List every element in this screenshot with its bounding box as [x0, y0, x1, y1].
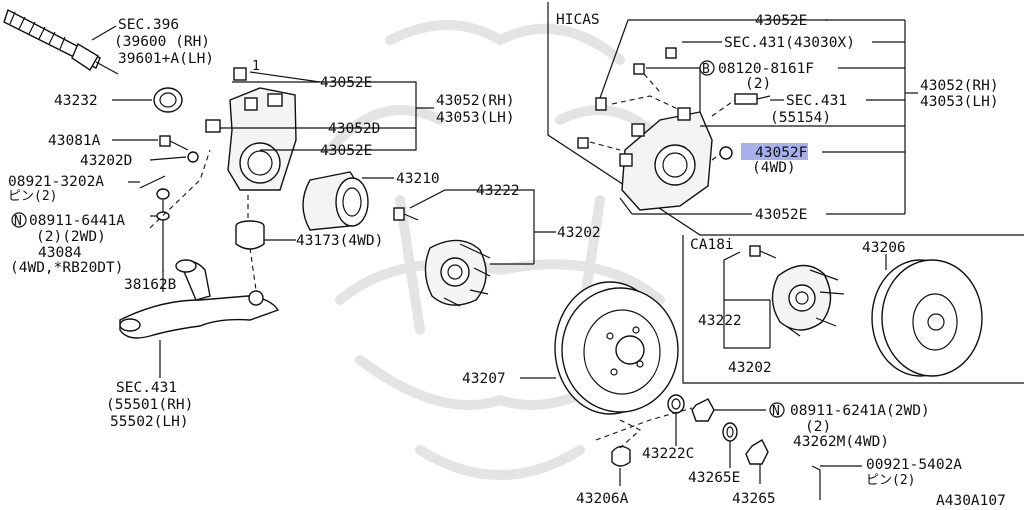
label-43081a[interactable]: 43081A: [48, 133, 101, 149]
ring-43222c: [667, 394, 685, 414]
label-43052f[interactable]: 43052F: [755, 145, 807, 161]
label-43222-ca[interactable]: 43222: [698, 313, 742, 329]
label-43084-note: (4WD,*RB20DT): [10, 260, 124, 276]
label-43052e-top[interactable]: 43052E: [320, 75, 372, 91]
n-circle-icon-2: [769, 402, 785, 418]
castle-nut-43265: [745, 439, 769, 465]
diagram-code: A430A107: [936, 493, 1006, 509]
label-sec431-bottom[interactable]: SEC.431: [116, 380, 177, 396]
label-43202-ca[interactable]: 43202: [728, 360, 772, 376]
watermark-emblem: [325, 20, 675, 480]
label-08911-6241a[interactable]: 08911-6241A(2WD): [790, 403, 930, 419]
label-43202-main[interactable]: 43202: [557, 225, 601, 241]
label-43206a[interactable]: 43206A: [576, 491, 629, 507]
cap-43206a: [611, 445, 631, 467]
label-ca18i: CA18i: [690, 237, 734, 253]
label-55501: (55501(RH): [106, 397, 193, 413]
ca18i-hub: [749, 245, 845, 337]
label-39600: (39600 (RH): [114, 34, 210, 50]
drive-shaft: [3, 8, 119, 75]
label-43222-main[interactable]: 43222: [476, 183, 520, 199]
svg-text:1: 1: [252, 59, 260, 74]
seal-43232: [153, 87, 183, 113]
label-00921[interactable]: 00921-5402A: [866, 457, 962, 473]
label-43173[interactable]: 43173(4WD): [296, 233, 383, 249]
label-pin-right: ピン(2): [866, 473, 915, 488]
label-hicas: HICAS: [556, 12, 600, 28]
label-43052rh-hicas[interactable]: 43052(RH): [920, 78, 999, 94]
label-43210[interactable]: 43210: [396, 171, 440, 187]
label-43262m[interactable]: 43262M(4WD): [793, 434, 889, 450]
hicas-knuckle: [619, 107, 713, 211]
label-43052e-mid[interactable]: 43052E: [320, 143, 372, 159]
brake-disc-43207: [554, 281, 679, 415]
b-circle-icon: [699, 60, 715, 76]
label-43222c[interactable]: 43222C: [642, 446, 694, 462]
hub-43202-main: [424, 239, 491, 307]
label-43052d[interactable]: 43052D: [328, 121, 380, 137]
label-pin-left: ピン(2): [8, 189, 57, 204]
ca18i-panel-border: [682, 235, 1024, 384]
n-circle-icon: [11, 212, 27, 228]
washer-43202d: [187, 151, 199, 163]
label-43202d[interactable]: 43202D: [80, 153, 132, 169]
highlight-43052f: [741, 143, 808, 160]
tie-rod-55154: [734, 93, 771, 105]
label-qty-n2: (2): [805, 419, 831, 435]
nut-43262m: [691, 398, 715, 422]
label-sec431-43030x[interactable]: SEC.431(43030X): [724, 35, 855, 51]
label-38162b[interactable]: 38162B: [124, 277, 177, 293]
label-43052f-4wd: (4WD): [752, 160, 796, 176]
label-08120[interactable]: 08120-8161F: [718, 61, 814, 77]
label-43084[interactable]: 43084: [38, 245, 82, 261]
brake-drum-43206: [871, 259, 983, 377]
bolt-43222-main: [393, 207, 419, 221]
label-43265e[interactable]: 43265E: [688, 470, 740, 486]
hub-bearing-43210: [302, 171, 369, 231]
label-43053lh-hicas[interactable]: 43053(LH): [920, 94, 999, 110]
bolt-43081a: [159, 135, 189, 151]
bushing-43173: [235, 220, 265, 250]
label-43052rh[interactable]: 43052(RH): [436, 93, 515, 109]
label-43052e-hicas-top[interactable]: 43052E: [755, 13, 807, 29]
n-symbol-2: N: [772, 404, 780, 419]
label-43052e-hicas-bottom[interactable]: 43052E: [755, 207, 807, 223]
label-08921[interactable]: 08921-3202A: [8, 174, 104, 190]
label-39601: 39601+A(LH): [118, 51, 214, 67]
label-43053lh[interactable]: 43053(LH): [436, 110, 515, 126]
label-08911-6441a[interactable]: 08911-6441A: [29, 213, 125, 229]
b-symbol: B: [702, 62, 710, 77]
washer-43265e: [722, 422, 738, 442]
label-43265[interactable]: 43265: [732, 491, 776, 507]
label-qty-b: (2): [745, 76, 771, 92]
label-43206[interactable]: 43206: [862, 240, 906, 256]
bushing-43052f: [719, 146, 733, 160]
label-55154: (55154): [770, 110, 831, 126]
n-symbol: N: [14, 214, 22, 229]
lower-arm-sec431: [119, 259, 280, 339]
label-sec431-55154[interactable]: SEC.431: [786, 93, 847, 109]
pin-00921: [811, 465, 821, 500]
label-55502: 55502(LH): [110, 414, 189, 430]
label-qty-2wd: (2)(2WD): [36, 229, 106, 245]
label-sec396[interactable]: SEC.396: [118, 17, 179, 33]
label-43232[interactable]: 43232: [54, 93, 98, 109]
pin-08921: [139, 175, 166, 189]
bushing-hicas: [595, 97, 607, 111]
part-labels: SEC.396 (39600 (RH) 39601+A(LH) 43232 43…: [8, 12, 1006, 509]
knuckle-main: [205, 67, 297, 191]
label-43207[interactable]: 43207: [462, 371, 506, 387]
